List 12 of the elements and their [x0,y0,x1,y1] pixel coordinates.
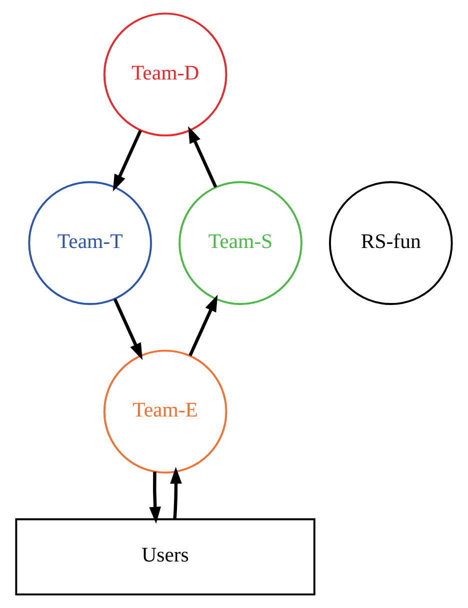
arrow [188,294,218,356]
node-circle: RS-fun [328,181,453,305]
node-circle: Team-S [178,181,302,305]
node-circle: Team-D [103,12,228,136]
node-circle: Team-T [28,181,152,305]
node-box: Users [15,518,316,596]
arrow [188,126,218,188]
node-circle: Team-E [103,350,228,474]
arrow [170,466,182,519]
arrow [112,130,142,192]
arrow [149,472,161,524]
arrow [113,298,142,360]
